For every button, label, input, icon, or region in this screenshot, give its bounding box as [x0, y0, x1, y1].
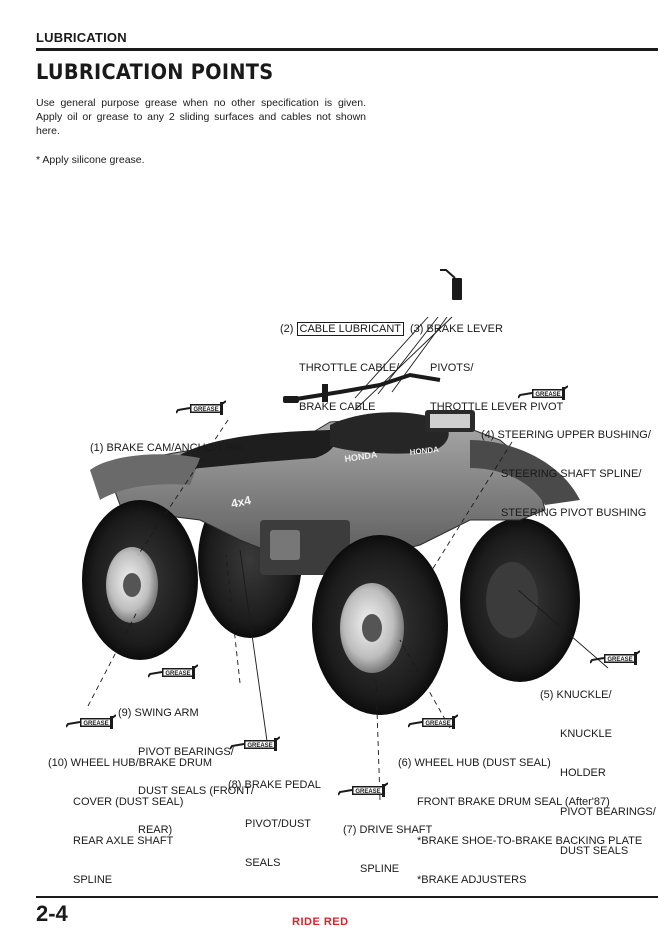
- callout-5-line: KNUCKLE: [560, 728, 612, 740]
- grease-label: GREASE: [535, 392, 560, 398]
- callout-2: (2) CABLE LUBRICANT THROTTLE CABLE/ BRAK…: [280, 297, 404, 427]
- callout-2-line: BRAKE CABLE: [299, 401, 376, 413]
- header-rule: [36, 48, 658, 51]
- callout-6-line: (6) WHEEL HUB (DUST SEAL): [398, 757, 551, 769]
- grease-gun-icon: GREASE: [407, 714, 459, 735]
- section-header: LUBRICATION: [36, 30, 127, 45]
- footer-rule: [36, 896, 658, 898]
- grease-gun-icon: GREASE: [589, 650, 641, 671]
- callout-10-line: COVER (DUST SEAL): [73, 796, 184, 808]
- callout-7-line: (7) DRIVE SHAFT: [343, 824, 433, 836]
- grease-label: GREASE: [607, 657, 632, 663]
- model-badge: 4x4: [230, 493, 253, 511]
- callout-10-line: REAR AXLE SHAFT: [73, 835, 174, 847]
- callout-1-line: (1) BRAKE CAM/ANCHOR PIN: [90, 442, 244, 454]
- grease-gun-icon: GREASE: [147, 664, 199, 685]
- callout-9: (9) SWING ARM PIVOT BEARINGS/ DUST SEALS…: [118, 681, 254, 850]
- silicone-note: * Apply silicone grease.: [36, 154, 145, 166]
- grease-gun-icon: GREASE: [337, 782, 389, 803]
- callout-10-line: (10) WHEEL HUB/BRAKE DRUM: [48, 757, 213, 769]
- page-number: 2-4: [36, 901, 68, 926]
- grease-gun-icon: GREASE: [65, 714, 117, 735]
- leader-lines: [87, 316, 609, 801]
- callout-9-line: (9) SWING ARM: [118, 707, 199, 719]
- rear-near-tire: [82, 500, 198, 660]
- callout-6-line: *BRAKE ADJUSTERS: [417, 874, 527, 886]
- page-title: LUBRICATION POINTS: [36, 60, 274, 84]
- callout-5-line: HOLDER: [560, 767, 606, 779]
- callout-3: (3) BRAKE LEVER PIVOTS/ THROTTLE LEVER P…: [410, 297, 563, 427]
- grease-label: GREASE: [83, 721, 108, 727]
- callout-2-line: THROTTLE CABLE/: [299, 362, 400, 374]
- callout-9-line: PIVOT BEARINGS/: [138, 746, 234, 758]
- callout-8-line: PIVOT/DUST: [245, 818, 312, 830]
- callout-3-line: PIVOTS/: [430, 362, 474, 374]
- callout-9-line: REAR): [138, 824, 173, 836]
- intro-paragraph: Use general purpose grease when no other…: [36, 97, 366, 137]
- callout-4: (4) STEERING UPPER BUSHING/ STEERING SHA…: [481, 403, 651, 533]
- callout-10: (10) WHEEL HUB/BRAKE DRUM COVER (DUST SE…: [48, 731, 212, 900]
- callout-10-line: SPLINE: [73, 874, 113, 886]
- grease-label: GREASE: [247, 743, 272, 749]
- callout-8-line: (8) BRAKE PEDAL: [228, 779, 321, 791]
- callout-1: (1) BRAKE CAM/ANCHOR PIN: [90, 416, 243, 468]
- callout-5-line: (5) KNUCKLE/: [540, 689, 612, 701]
- callout-9-line: DUST SEALS (FRONT/: [138, 785, 254, 797]
- callout-8-line: SEALS: [245, 857, 281, 869]
- callout-3-line: (3) BRAKE LEVER: [410, 323, 503, 335]
- callout-5-line: DUST SEALS: [560, 845, 629, 857]
- callout-2-number: (2): [280, 323, 294, 335]
- callout-6: (6) WHEEL HUB (DUST SEAL) FRONT BRAKE DR…: [398, 731, 642, 900]
- callout-4-line: STEERING PIVOT BUSHING: [501, 507, 647, 519]
- ride-red-mark: RIDE RED: [292, 916, 349, 928]
- callout-6-line: *BRAKE SHOE-TO-BRAKE BACKING PLATE: [417, 835, 643, 847]
- callout-7: (7) DRIVE SHAFT SPLINE: [343, 798, 432, 889]
- callout-7-line: SPLINE: [360, 863, 400, 875]
- front-far-tire: [460, 518, 580, 682]
- side-brand: HONDA: [409, 445, 439, 457]
- callout-4-line: STEERING SHAFT SPLINE/: [501, 468, 642, 480]
- front-near-tire: [312, 535, 448, 715]
- grease-gun-icon: GREASE: [517, 385, 569, 406]
- atv-body: [90, 372, 580, 575]
- callout-5: (5) KNUCKLE/ KNUCKLE HOLDER PIVOT BEARIN…: [540, 663, 656, 871]
- grease-label: GREASE: [165, 671, 190, 677]
- grease-label: GREASE: [355, 789, 380, 795]
- callout-8: (8) BRAKE PEDAL PIVOT/DUST SEALS: [228, 753, 321, 883]
- grease-gun-icon: GREASE: [229, 736, 281, 757]
- callout-4-line: (4) STEERING UPPER BUSHING/: [481, 429, 651, 441]
- callout-6-line: FRONT BRAKE DRUM SEAL (After'87): [417, 796, 610, 808]
- callout-3-line: THROTTLE LEVER PIVOT: [430, 401, 564, 413]
- cable-lubricant-label: CABLE LUBRICANT: [296, 322, 404, 336]
- callout-5-line: PIVOT BEARINGS/: [560, 806, 656, 818]
- tank-brand: HONDA: [344, 449, 379, 464]
- grease-gun-icon: GREASE: [175, 400, 227, 421]
- cable-lubricant-can-icon: [440, 269, 462, 300]
- grease-label: GREASE: [425, 721, 450, 727]
- grease-label: GREASE: [193, 407, 218, 413]
